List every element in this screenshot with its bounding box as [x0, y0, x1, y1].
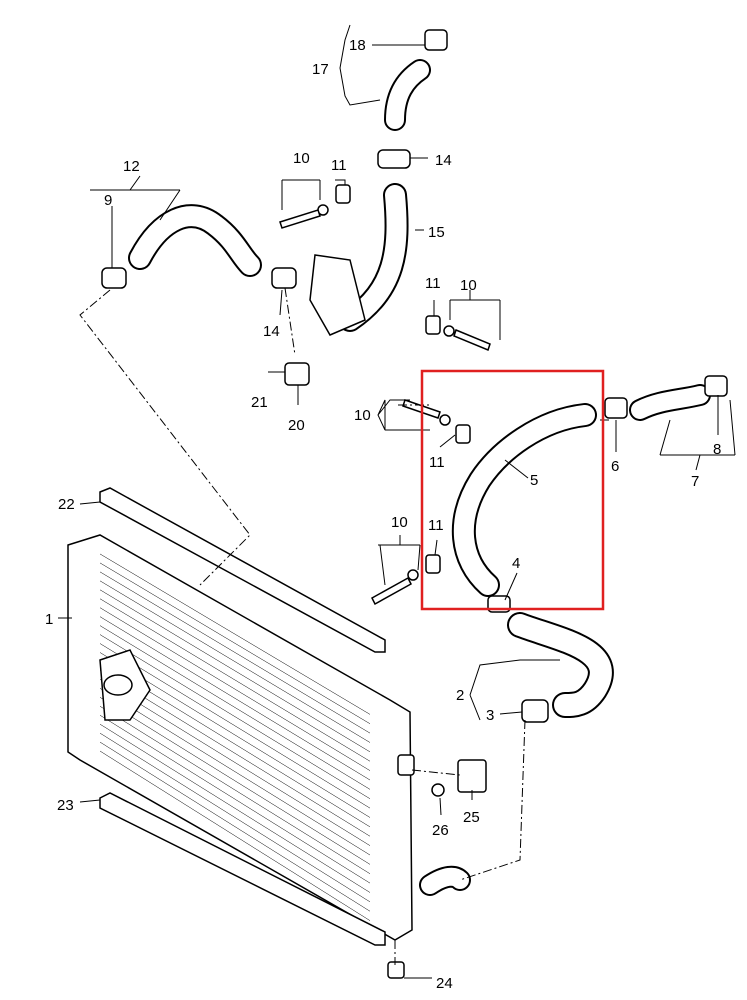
callout-24: 24 — [436, 975, 453, 992]
callout-2: 2 — [456, 687, 464, 704]
intercooler — [67, 534, 413, 941]
core-fin-line — [99, 643, 371, 809]
leader-lines — [58, 24, 736, 979]
callout-17: 17 — [312, 61, 329, 78]
core-fin-line — [99, 741, 371, 912]
core-fin-line — [99, 616, 371, 781]
callout-10d: 10 — [391, 514, 408, 531]
core-fin-line — [99, 598, 371, 762]
callout-18: 18 — [349, 37, 366, 54]
core-fin-line — [99, 706, 371, 874]
callout-15: 15 — [428, 224, 445, 241]
callout-26: 26 — [432, 822, 449, 839]
callout-3: 3 — [486, 707, 494, 724]
callout-10c: 10 — [354, 407, 371, 424]
callout-20: 20 — [288, 417, 305, 434]
core-fin-line — [99, 580, 371, 743]
core-fin-line — [99, 571, 371, 734]
core-fin-line — [99, 697, 371, 865]
core-fin-line — [99, 732, 371, 903]
callout-6: 6 — [611, 458, 619, 475]
callout-7: 7 — [691, 473, 699, 490]
callout-11: 11 — [331, 157, 347, 174]
callout-10: 10 — [293, 150, 310, 167]
callout-5: 5 — [530, 472, 538, 489]
highlight-box — [420, 369, 605, 611]
callout-25: 25 — [463, 809, 480, 826]
callout-11b: 11 — [425, 275, 441, 292]
core-fin-line — [99, 750, 371, 921]
callout-11d: 11 — [428, 517, 444, 534]
core-fin-line — [99, 714, 371, 884]
callout-10b: 10 — [460, 277, 477, 294]
callout-8: 8 — [713, 441, 721, 458]
core-fin-line — [99, 562, 371, 724]
core-fin-line — [99, 634, 371, 799]
core-fin-line — [99, 625, 371, 790]
small-parts — [101, 29, 728, 979]
callout-4: 4 — [512, 555, 520, 572]
core-fin-line — [99, 589, 371, 753]
core-fin-line — [99, 553, 371, 715]
callout-22: 22 — [58, 496, 75, 513]
callout-14b: 14 — [263, 323, 280, 340]
callout-1: 1 — [45, 611, 53, 628]
callout-23: 23 — [57, 797, 74, 814]
callout-21: 21 — [251, 394, 268, 411]
callout-11c: 11 — [429, 454, 445, 471]
hoses — [128, 59, 711, 896]
core-fin-line — [99, 723, 371, 893]
callout-14: 14 — [435, 152, 452, 169]
callout-9: 9 — [104, 192, 112, 209]
strip-23 — [99, 792, 386, 946]
core-fin-line — [99, 607, 371, 771]
core-fin-line — [99, 688, 371, 856]
core-fin-line — [99, 679, 371, 846]
callout-12: 12 — [123, 158, 140, 175]
callouts: 18 17 14 15 10 11 12 9 14 21 20 11 10 10… — [45, 37, 721, 992]
